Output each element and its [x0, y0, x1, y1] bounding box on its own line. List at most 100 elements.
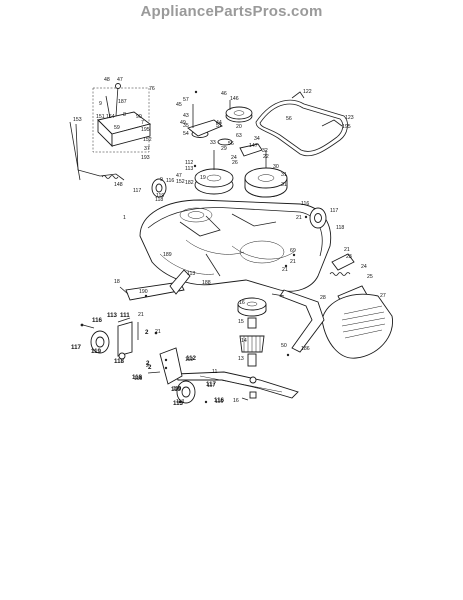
part-callout: 113 [173, 400, 184, 407]
part-callout: 34 [254, 136, 260, 142]
part-callout: 26 [232, 160, 238, 166]
part-callout: 13 [238, 356, 244, 362]
part-callout: 33 [210, 140, 216, 146]
part-callout: 119 [173, 386, 181, 392]
part-callout: 118 [132, 374, 143, 381]
part-callout: 21 [344, 247, 350, 253]
part-callout: 21 [138, 312, 144, 318]
part-callout: 18 [114, 279, 120, 285]
idler-pulley-group [187, 100, 263, 157]
part-callout: 146 [230, 96, 239, 102]
part-callout: 47 [176, 173, 182, 179]
spring-left [101, 175, 119, 179]
part-callout: 9 [160, 177, 163, 183]
part-callout: 21 [155, 329, 161, 335]
part-callout: 151 [96, 114, 105, 120]
part-callout: 9 [99, 101, 102, 107]
front-hanger-bracket [119, 269, 191, 301]
part-callout: 57 [216, 123, 222, 129]
site-watermark: AppliancePartsPros.com [140, 3, 323, 20]
part-callout: 111 [120, 312, 130, 319]
part-callout: 118 [155, 197, 163, 203]
part-callout: 50 [281, 343, 287, 349]
part-callout: 30 [273, 164, 279, 170]
part-callout: 11 [212, 369, 217, 375]
mower-deck-housing [139, 199, 332, 292]
part-callout: 119 [91, 348, 102, 355]
part-callout: 27 [380, 293, 386, 299]
part-callout: 112 [186, 355, 197, 362]
center-spindle-pulley [194, 150, 234, 195]
part-callout: 29 [221, 146, 227, 152]
part-callout: 90 [136, 114, 142, 120]
part-callout: 112 [185, 160, 193, 166]
spindle-assembly [237, 297, 267, 367]
part-callout: 24 [361, 264, 367, 270]
part-callout: 59 [114, 125, 120, 131]
part-callout: 113 [187, 271, 195, 277]
part-callout: 2 [145, 329, 149, 336]
part-callout: 117 [206, 381, 217, 388]
part-callout: 22 [263, 154, 269, 160]
part-callout: 148 [114, 182, 123, 188]
part-callout: 31 [281, 172, 287, 178]
part-callout: 19 [200, 175, 206, 181]
part-callout: 164 [106, 114, 115, 120]
part-callout: 116 [166, 178, 174, 184]
gauge-wheel-lower-left [80, 317, 158, 360]
part-callout: 117 [330, 208, 338, 214]
part-callout: 2 [148, 364, 152, 371]
part-callout: 117 [71, 344, 82, 351]
part-callout: 56 [286, 116, 292, 122]
part-callout: 188 [202, 280, 211, 286]
part-callout: 46 [221, 91, 227, 97]
part-callout: 15 [238, 319, 244, 325]
mower-belt [255, 91, 348, 157]
part-callout: 23 [346, 254, 352, 260]
part-callout: 69 [290, 248, 296, 254]
part-callout: 116 [92, 317, 103, 324]
part-callout: 187 [118, 99, 127, 105]
part-callout: 28 [320, 295, 326, 301]
part-callout: 16 [239, 300, 245, 306]
part-callout: 1 [123, 215, 126, 221]
part-callout: 195 [342, 124, 351, 130]
part-callout: 147 [249, 143, 258, 149]
part-callout: 54 [183, 131, 189, 137]
part-callout: 113 [176, 399, 184, 405]
part-callout: 113 [107, 312, 118, 319]
part-callout: 32 [262, 148, 268, 154]
part-callout: 193 [141, 155, 150, 161]
part-callout: 190 [139, 289, 148, 295]
part-callout: 49 [180, 120, 186, 126]
gauge-wheel-upper-left [151, 178, 167, 198]
mower-blade [175, 371, 299, 399]
part-callout: 21 [296, 215, 302, 221]
part-callout: 112 [185, 357, 193, 363]
part-callout: 2 [146, 363, 149, 369]
part-callout: 153 [73, 117, 82, 123]
part-callout: 21 [290, 259, 296, 265]
part-callout: 25 [367, 274, 373, 280]
part-callout: 20 [236, 124, 242, 130]
part-callout: 152 [176, 179, 185, 185]
part-callout: 37 [144, 146, 150, 152]
part-callout: 48 [104, 77, 110, 83]
part-callout: 117 [133, 188, 141, 194]
part-callout: 116 [301, 201, 309, 207]
right-spindle-pulley [244, 150, 288, 198]
part-callout: 116 [215, 399, 223, 405]
part-callout: 118 [114, 358, 125, 365]
gauge-wheel-upper-right [309, 207, 327, 229]
part-callout: 8 [123, 112, 126, 118]
part-callout: 21 [282, 267, 288, 273]
part-callout: 118 [134, 376, 142, 382]
part-callout: 63 [236, 133, 242, 139]
part-callout: 122 [303, 89, 312, 95]
part-callout: 56 [228, 141, 234, 147]
gauge-wheel-lower-center [147, 347, 208, 404]
part-callout: 24 [231, 155, 237, 161]
lift-handle-assembly [69, 83, 152, 181]
